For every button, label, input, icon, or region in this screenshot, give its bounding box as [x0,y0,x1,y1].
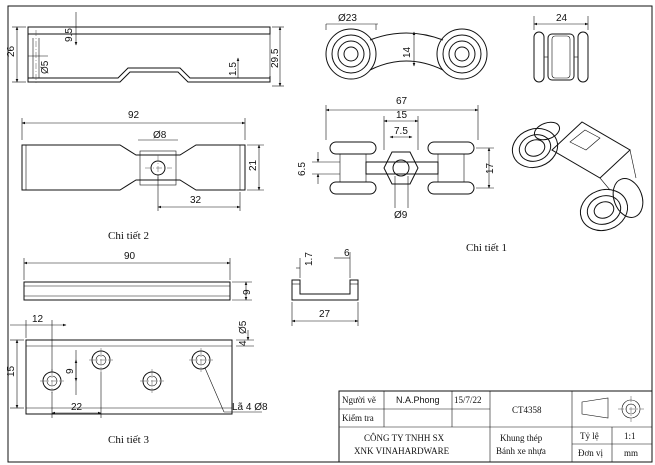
dim-32: 32 [190,195,202,206]
dim-9-plate: 9 [65,368,76,374]
tb-date: 15/7/22 [454,395,482,405]
tb-drawing-no: CT4358 [512,405,542,415]
tb-checked-label: Kiểm tra [342,413,374,423]
dim-4: 4 [238,340,249,346]
tb-company-2: XNK VINAHARDWARE [354,446,450,456]
dim-24: 24 [556,13,568,24]
dim-d23: Ø23 [338,13,357,24]
part1-top-view: 67 15 7.5 6.5 17 Ø9 [297,96,496,221]
dim-15: 15 [396,110,408,121]
part3-channel-view: 1.7 6 27 [291,248,359,326]
caption-part3: Chi tiết 3 [108,434,149,446]
dim-d9: Ø9 [394,210,408,221]
tb-company-1: CÔNG TY TNHH SX [364,433,445,443]
dim-92: 92 [128,110,140,121]
dim-67: 67 [396,96,408,107]
plate-hole-3 [140,369,164,393]
dim-6-5: 6.5 [297,162,308,176]
tb-product-1: Khung thép [500,433,543,443]
dim-12: 12 [32,314,44,325]
tb-drawn-by-label: Người vẽ [342,395,376,405]
caption-part2: Chi tiết 2 [108,230,149,242]
tb-unit: mm [624,448,638,458]
dim-9-bar: 9 [242,289,253,295]
dim-17: 17 [485,162,496,174]
plate-hole-2 [89,348,113,372]
part1-front-view: Ø23 14 [325,13,488,80]
title-block: Người vẽ N.A.Phong 15/7/22 Kiểm tra CT43… [338,390,653,463]
tb-drawn-by: N.A.Phong [396,395,440,405]
dim-14: 14 [402,46,413,58]
note-holes: Lã 4 Ø8 [232,402,268,413]
dim-6-ch: 6 [344,248,350,259]
dim-1-7: 1.7 [304,252,315,266]
dim-d5-plate: Ø5 [238,320,249,334]
dim-21: 21 [248,159,259,171]
dim-15-plate: 15 [6,365,17,377]
dim-27: 27 [319,309,331,320]
dim-90: 90 [124,251,136,262]
dim-7-5: 7.5 [394,126,408,137]
plate-hole-4 [189,348,213,372]
part3-bar-view: 90 9 [23,251,253,301]
caption-part1: Chi tiết 1 [466,242,507,254]
part1-isometric-view [511,121,644,232]
plate-hole-1 [40,369,64,393]
part2-profile-view: 26 9.5 Ø5 1.5 29.5 [6,12,284,87]
sheet-border [7,5,653,463]
dim-22: 22 [71,402,83,413]
dim-26: 26 [6,45,17,57]
part3-plate-view: 12 4 Ø5 15 9 22 Lã 4 Ø8 [6,314,268,418]
part2-top-view: 92 Ø8 21 32 [21,110,264,211]
dim-d8: Ø8 [153,130,167,141]
dim-9-5: 9.5 [64,28,75,42]
tb-scale: 1:1 [624,431,636,441]
tb-unit-label: Đơn vị [578,448,604,458]
part1-side-view: 24 [533,13,589,83]
tb-product-2: Bánh xe nhựa [496,446,546,456]
projection-symbol-icon [581,396,644,422]
dim-1-5: 1.5 [228,62,239,76]
dim-29-5: 29.5 [270,48,281,68]
dim-d5: Ø5 [40,60,51,74]
tb-scale-label: Tỷ lệ [580,431,599,441]
